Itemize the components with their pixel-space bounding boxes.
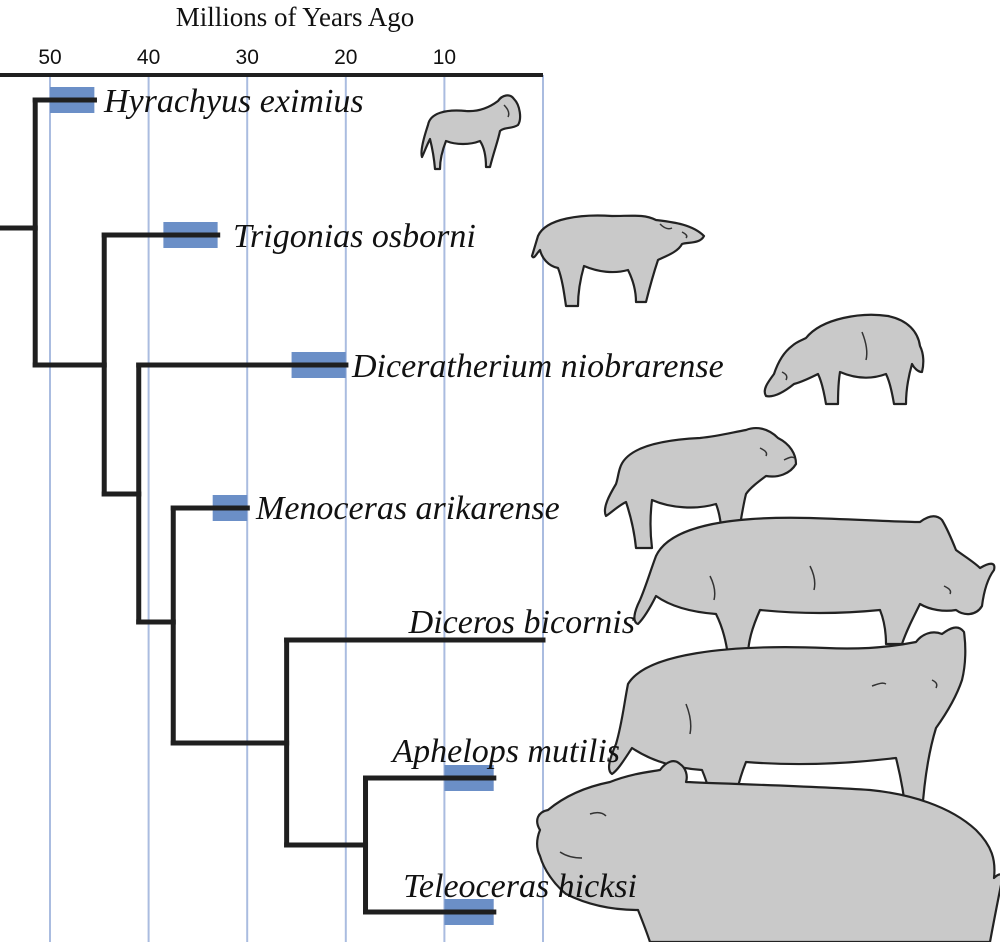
- tick-label: 40: [137, 46, 160, 69]
- trigonias-icon: [530, 214, 706, 308]
- teleoceras-icon: [535, 760, 1000, 942]
- taxon-label-diceratherium: Diceratherium niobrarense: [351, 348, 724, 385]
- taxon-label-hyrachyus: Hyrachyus eximius: [103, 83, 364, 120]
- diceros-icon: [633, 515, 996, 658]
- tick-label: 20: [334, 46, 357, 69]
- tick-label: 50: [38, 46, 61, 69]
- tick-label: 10: [433, 46, 456, 69]
- taxon-label-aphelops: Aphelops mutilis: [390, 733, 620, 770]
- animal-illustrations: [420, 94, 1000, 942]
- hyrachyus-icon: [420, 94, 522, 171]
- diceratherium-icon: [763, 313, 925, 406]
- axis-title: Millions of Years Ago: [176, 2, 415, 32]
- fossil-ranges: [47, 87, 497, 925]
- tick-label: 30: [236, 46, 259, 69]
- time-axis: Millions of Years Ago 50 40 30 20 10: [0, 2, 543, 77]
- taxon-label-teleoceras: Teleoceras hicksi: [403, 868, 637, 905]
- taxon-label-trigonias: Trigonias osborni: [233, 218, 476, 255]
- taxon-label-menoceras: Menoceras arikarense: [255, 490, 560, 527]
- taxon-label-diceros: Diceros bicornis: [408, 604, 635, 641]
